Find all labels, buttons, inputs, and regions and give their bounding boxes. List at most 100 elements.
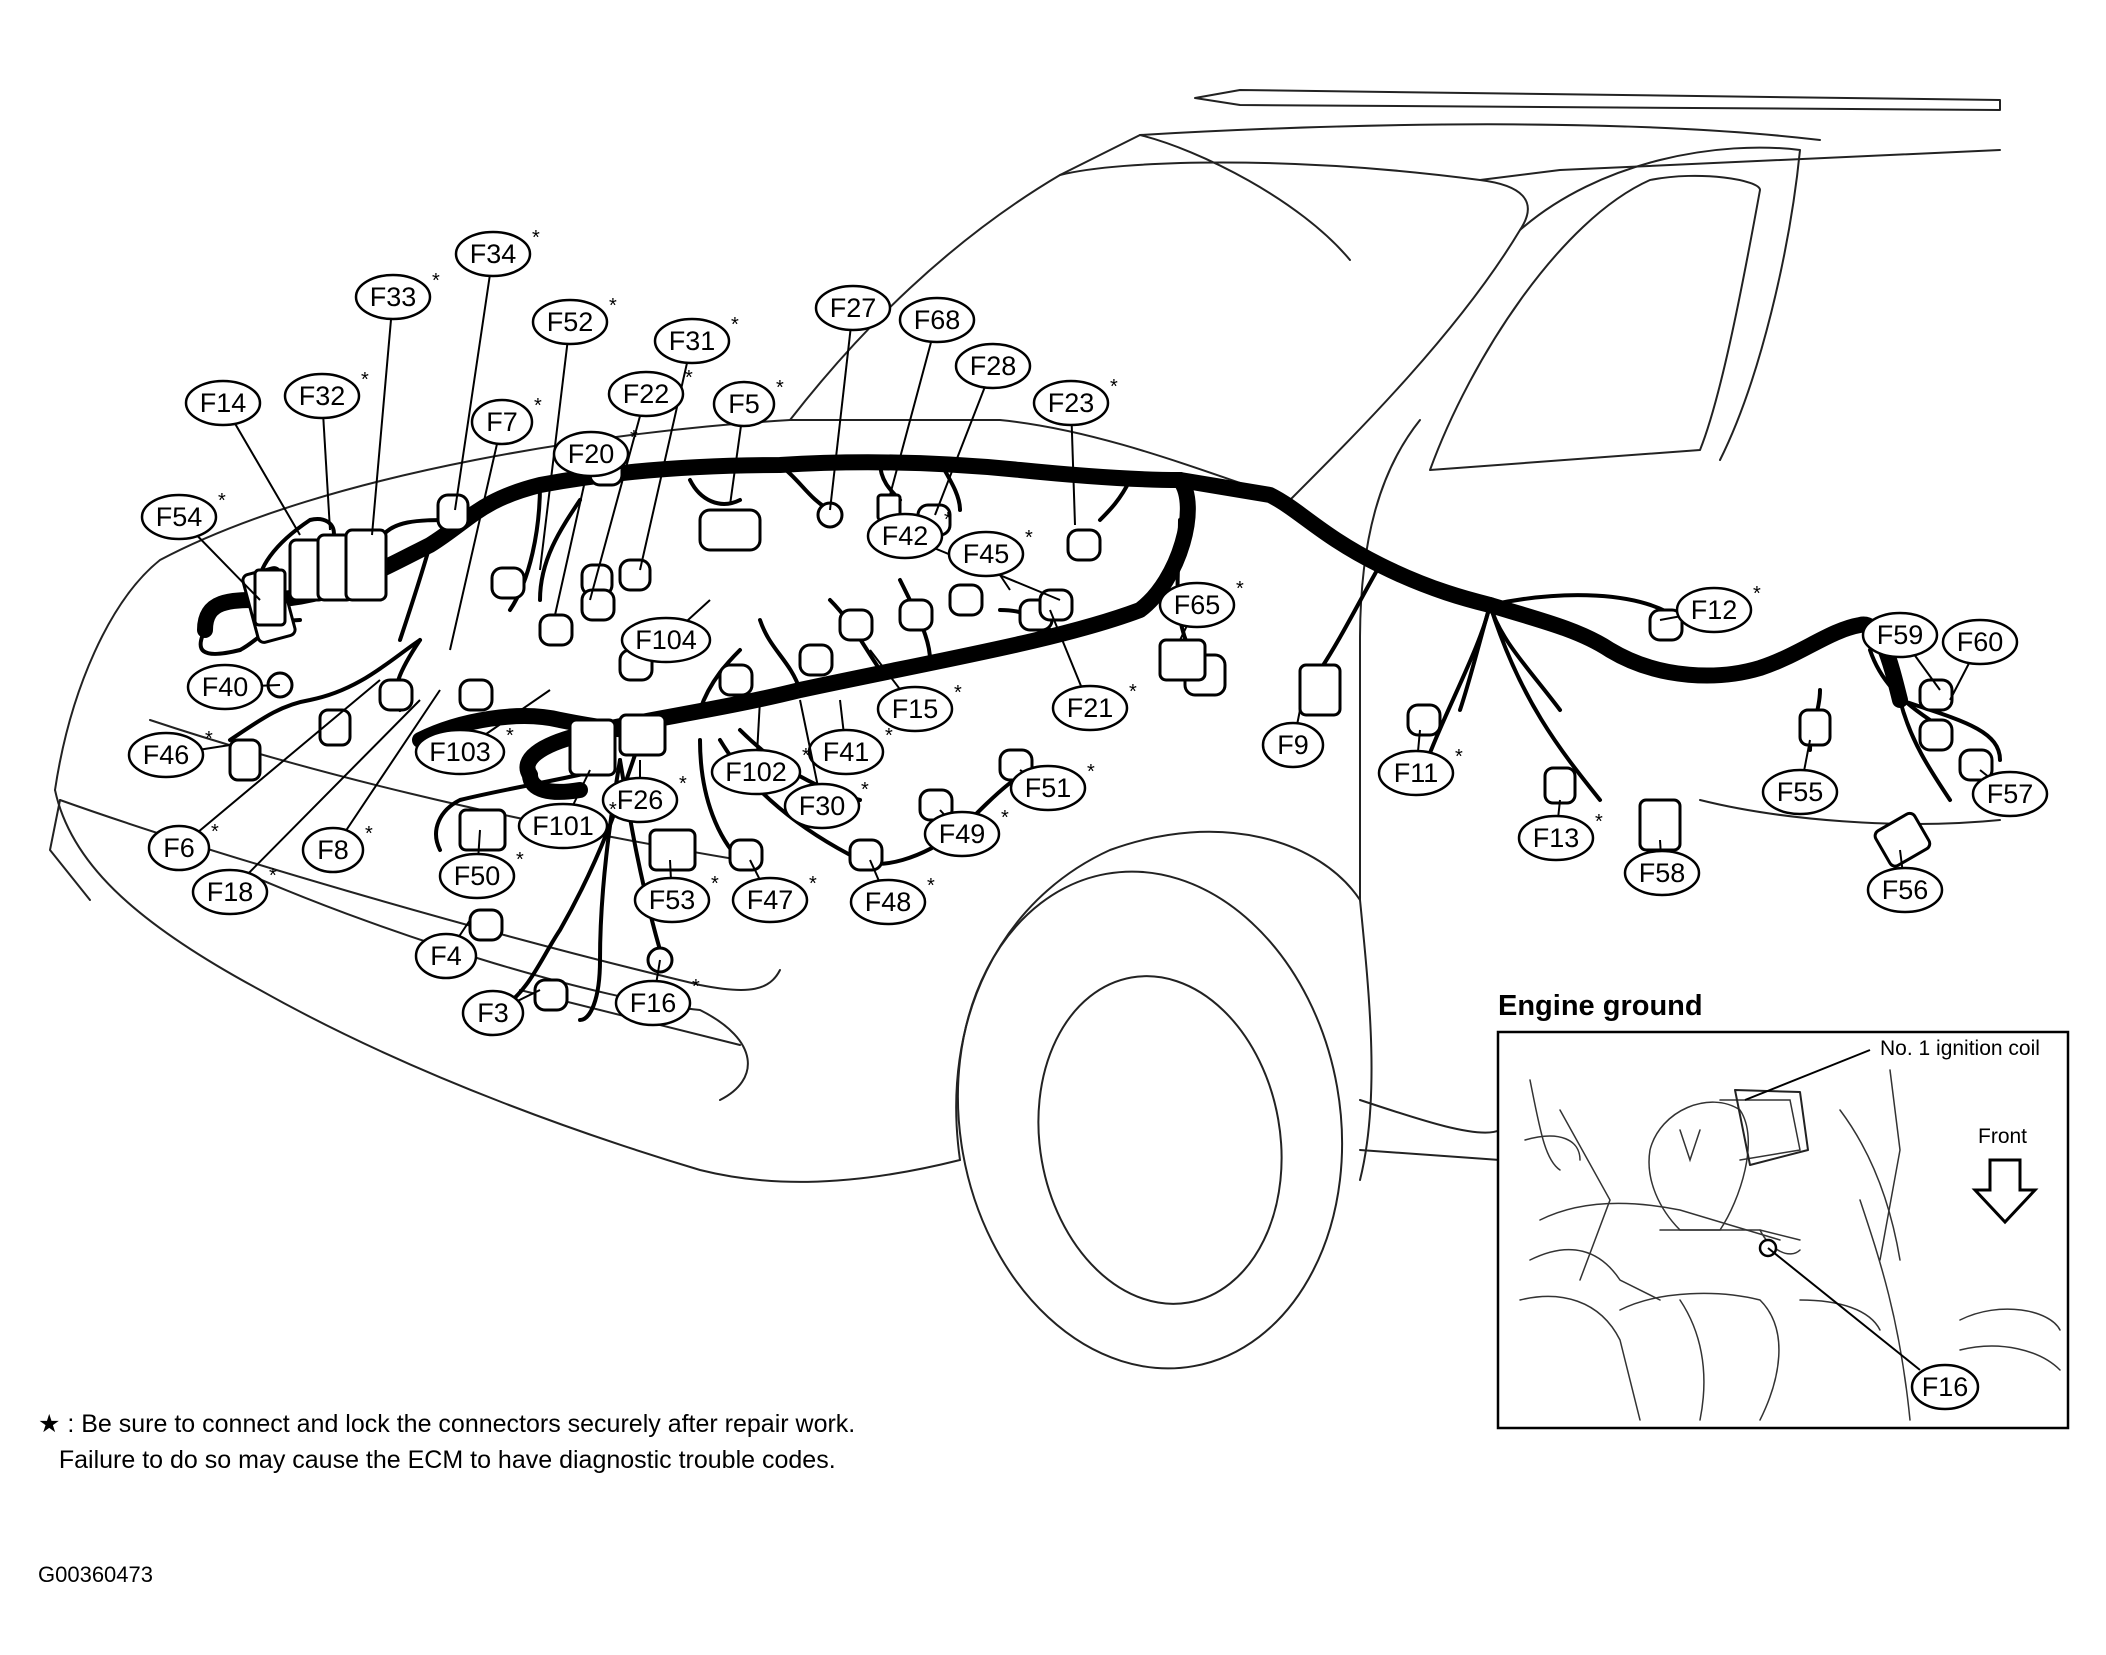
connector-label-f49: F49*	[923, 807, 1009, 858]
connector-id-text: F8	[317, 835, 349, 865]
label-bubble	[283, 372, 361, 420]
connector-id-text: F11	[1394, 758, 1439, 788]
label-bubble	[620, 616, 712, 664]
label-bubble	[1861, 611, 1939, 659]
connector-label-f20: F20*	[552, 427, 638, 616]
label-bubble	[301, 826, 365, 874]
label-bubble	[614, 979, 692, 1027]
connector-label-f57: F57	[1971, 769, 2049, 818]
connector-label-f32: F32*	[283, 369, 369, 531]
star-marker: *	[685, 367, 693, 389]
connector-id-text: F5	[728, 389, 760, 419]
connector-label-f3: F3	[461, 989, 541, 1037]
connector-id-text: F58	[1639, 858, 1686, 888]
label-bubble	[807, 728, 885, 776]
connector-id-text: F42	[882, 521, 929, 551]
leader-line	[371, 296, 394, 536]
star-marker: *	[954, 682, 962, 704]
label-bubble	[814, 284, 892, 332]
connector-label-f46: F46*	[127, 728, 231, 779]
label-bubble	[1158, 581, 1236, 629]
label-bubble	[414, 728, 506, 776]
connector-label-f27: F27	[814, 284, 892, 511]
label-bubble	[1675, 586, 1753, 634]
connector-id-text: F20	[568, 439, 615, 469]
label-bubble	[1866, 866, 1944, 914]
label-bubble	[633, 876, 711, 924]
connector-id-text: F41	[823, 737, 870, 767]
inset-title: Engine ground	[1498, 990, 1703, 1022]
inset-ground-label: F16	[1922, 1372, 1969, 1402]
star-marker: *	[731, 314, 739, 336]
label-bubble	[947, 530, 1025, 578]
label-bubble	[866, 512, 944, 560]
star-marker: *	[361, 369, 369, 391]
connector-id-text: F31	[669, 326, 716, 356]
connector-label-f102: F102*	[710, 699, 810, 796]
connector-label-f18: F18*	[191, 699, 421, 916]
label-bubble	[461, 989, 525, 1037]
label-bubble	[354, 273, 432, 321]
connector-id-text: F68	[914, 305, 961, 335]
leader-line	[332, 689, 441, 851]
star-marker: *	[1595, 811, 1603, 833]
leader-line	[449, 421, 503, 651]
figure-id: G00360473	[38, 1562, 153, 1587]
label-bubble	[186, 663, 264, 711]
connector-label-f12: F12 *	[1659, 583, 1761, 634]
connector-id-text: F28	[970, 351, 1017, 381]
connector-id-text: F53	[649, 885, 696, 915]
connector-id-text: F30	[799, 791, 846, 821]
branch-wires	[198, 460, 2002, 1022]
connector-label-f103: F103 *	[414, 689, 551, 776]
label-bubble	[653, 317, 731, 365]
connector-label-f40: F40	[186, 663, 281, 711]
connector-id-text: F21	[1067, 693, 1114, 723]
star-marker: *	[809, 873, 817, 895]
connector-id-text: F65	[1174, 590, 1221, 620]
connector-label-f28: F28	[934, 342, 1032, 516]
label-bubble	[531, 298, 609, 346]
connector-label-f30: F30*	[783, 699, 869, 830]
star-marker: *	[1753, 583, 1761, 605]
ignition-coil-label: No. 1 ignition coil	[1880, 1037, 2040, 1060]
star-marker: *	[679, 773, 687, 795]
leader-line	[222, 402, 301, 536]
connector-label-f21: F21*	[1049, 609, 1137, 732]
star-marker: *	[516, 849, 524, 871]
connector-label-f22: F22*	[589, 367, 693, 601]
connector-id-text: F14	[200, 388, 247, 418]
connector-id-text: F34	[470, 239, 517, 269]
connector-label-f47: F47 *	[731, 859, 817, 924]
star-marker: *	[927, 875, 935, 897]
leader-line	[554, 453, 592, 616]
leader-line	[229, 699, 421, 893]
star-marker: *	[506, 725, 514, 747]
connector-id-text: F12	[1691, 595, 1738, 625]
connector-id-text: F48	[865, 887, 912, 917]
star-marker: *	[532, 227, 540, 249]
connector-id-text: F103	[429, 737, 491, 767]
connector-label-f42: F42*	[866, 509, 1061, 601]
engine-ground-inset: F16	[1496, 1030, 2070, 1430]
connector-id-text: F59	[1877, 620, 1924, 650]
label-bubble	[552, 430, 630, 478]
connector-id-text: F60	[1957, 627, 2004, 657]
connector-label-f50: F50 *	[438, 829, 524, 900]
connector-id-text: F50	[454, 861, 501, 891]
star-marker: *	[269, 865, 277, 887]
label-bubble	[191, 868, 269, 916]
label-bubble	[731, 876, 809, 924]
star-marker: *	[692, 976, 700, 998]
connector-label-f11: F11*	[1377, 729, 1463, 797]
connector-id-text: F47	[747, 885, 794, 915]
connector-label-f8: F8*	[301, 689, 441, 874]
leader-line	[889, 319, 938, 496]
star-marker: *	[776, 377, 784, 399]
connector-id-text: F4	[430, 941, 462, 971]
connector-id-text: F16	[630, 988, 677, 1018]
leader-line	[178, 679, 381, 849]
connector-label-f16: F16 *	[614, 959, 700, 1027]
connector-id-text: F40	[202, 672, 249, 702]
label-bubble	[1377, 749, 1455, 797]
